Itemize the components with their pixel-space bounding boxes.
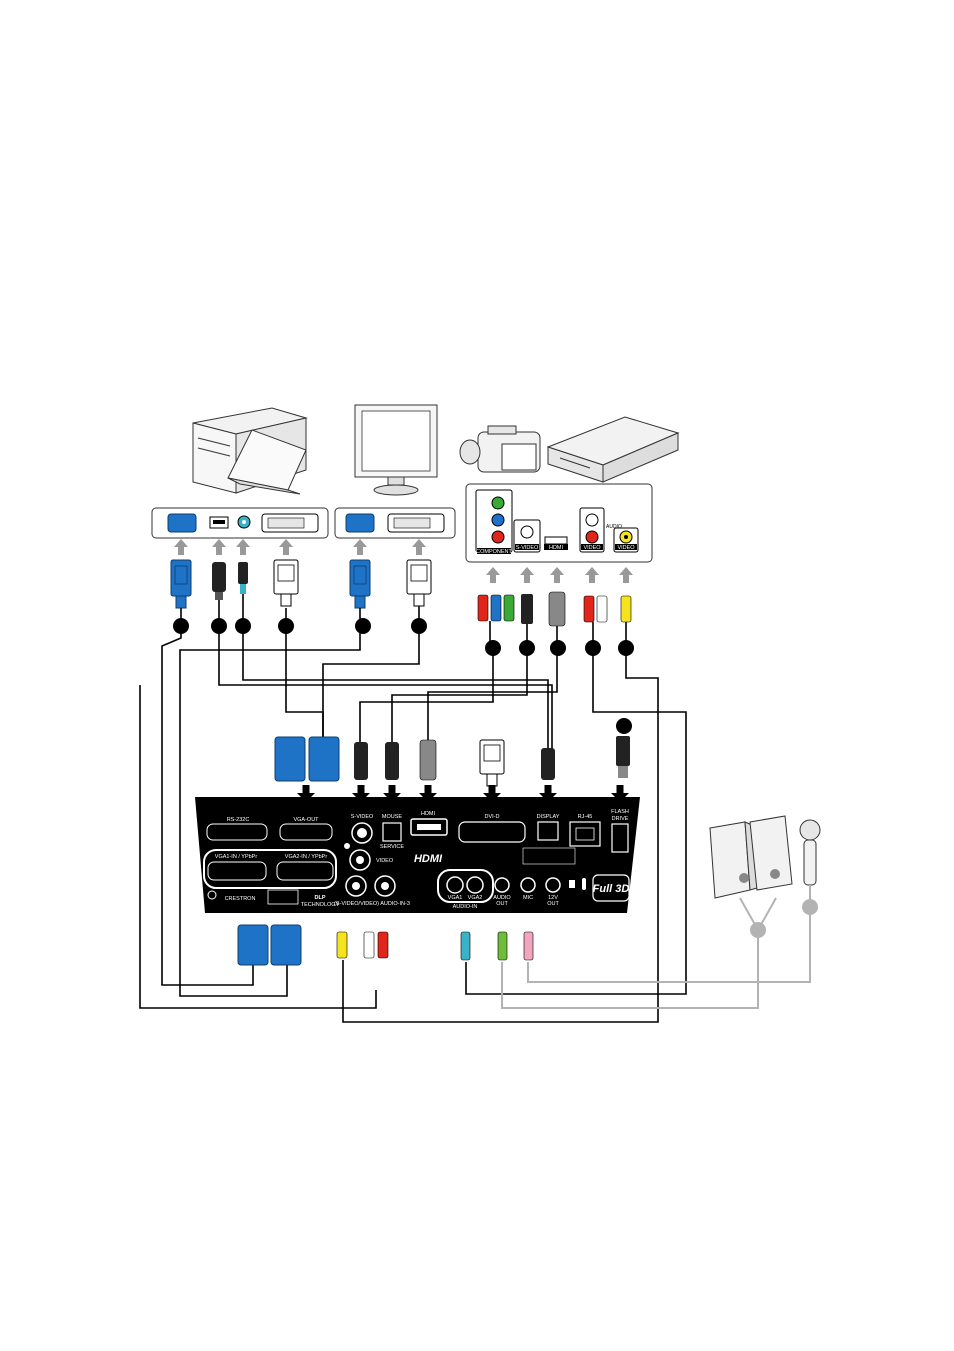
port-label-svideo: S-VIDEO bbox=[351, 814, 374, 820]
port-label-flash-1: FLASH bbox=[611, 809, 629, 815]
port-label-vga1-in: VGA1-IN / YPbPr bbox=[215, 854, 258, 860]
port-label-rs232: RS-232C bbox=[227, 817, 250, 823]
monitor-port-panel bbox=[334, 507, 456, 539]
cable-lines bbox=[139, 594, 687, 1023]
speaker-cable-marker bbox=[750, 922, 766, 938]
port-label-audio-vga2: VGA2 bbox=[468, 895, 483, 901]
port-label-display: DISPLAY bbox=[537, 814, 560, 820]
port-label-mouse: MOUSE bbox=[382, 814, 403, 820]
av-label-audio: AUDIO bbox=[606, 524, 622, 530]
monitor-illustration bbox=[354, 404, 438, 496]
port-label-dvi: DVI-D bbox=[485, 814, 500, 820]
port-label-12v-2: OUT bbox=[547, 901, 559, 907]
av-label-video: VIDEO bbox=[617, 545, 635, 551]
cable-markers bbox=[173, 618, 634, 734]
port-label-audio-in: AUDIO-IN bbox=[453, 904, 478, 910]
computer-port-panel bbox=[151, 507, 329, 539]
av-label-video-audio: VIDEO bbox=[583, 545, 601, 551]
speakers-illustration bbox=[709, 815, 793, 899]
av-port-panel: COMPONENT S-VIDEO HDMI VIDEO AUDIO VIDEO bbox=[465, 483, 653, 563]
av-label-component: COMPONENT bbox=[476, 549, 512, 555]
bottom-cable-plugs bbox=[237, 924, 534, 966]
mic-cable-marker bbox=[802, 899, 818, 915]
port-label-audio-in-3: (S-VIDEO/VIDEO) AUDIO-IN-3 bbox=[334, 901, 410, 907]
source-cable-plugs bbox=[170, 559, 632, 627]
port-label-flash-2: DRIVE bbox=[612, 816, 629, 822]
microphone-illustration bbox=[799, 819, 821, 886]
port-label-rj45: RJ-45 bbox=[578, 814, 593, 820]
projector-cable-plugs bbox=[274, 736, 630, 787]
camcorder-illustration bbox=[459, 425, 541, 473]
port-label-audio-vga1: VGA1 bbox=[448, 895, 463, 901]
port-label-audio-out-2: OUT bbox=[496, 901, 508, 907]
av-label-hdmi: HDMI bbox=[549, 545, 564, 551]
port-label-vga2-in: VGA2-IN / YPbPr bbox=[285, 854, 328, 860]
full-3d-badge: Full 3D bbox=[593, 883, 630, 895]
port-label-12v-1: 12V bbox=[548, 895, 558, 901]
port-label-service: SERVICE bbox=[380, 844, 404, 850]
port-label-hdmi: HDMI bbox=[421, 811, 436, 817]
crestron-logo: CRESTRON bbox=[225, 896, 256, 902]
dlp-technology: TECHNOLOGY bbox=[301, 902, 340, 908]
av-label-svideo: S-VIDEO bbox=[516, 545, 539, 551]
port-label-vga-out: VGA-OUT bbox=[293, 817, 319, 823]
computer-illustration bbox=[192, 407, 308, 495]
dlp-logo: DLP bbox=[315, 895, 326, 901]
port-label-mic: MIC bbox=[523, 895, 533, 901]
dvd-player-illustration bbox=[546, 416, 680, 483]
port-label-video: VIDEO bbox=[376, 858, 394, 864]
port-label-audio-out-1: AUDIO bbox=[493, 895, 511, 901]
hdmi-logo: HDMI bbox=[414, 853, 443, 865]
projector-rear-panel: RS-232C VGA-OUT VGA1-IN / YPbPr VGA2-IN … bbox=[195, 797, 640, 913]
